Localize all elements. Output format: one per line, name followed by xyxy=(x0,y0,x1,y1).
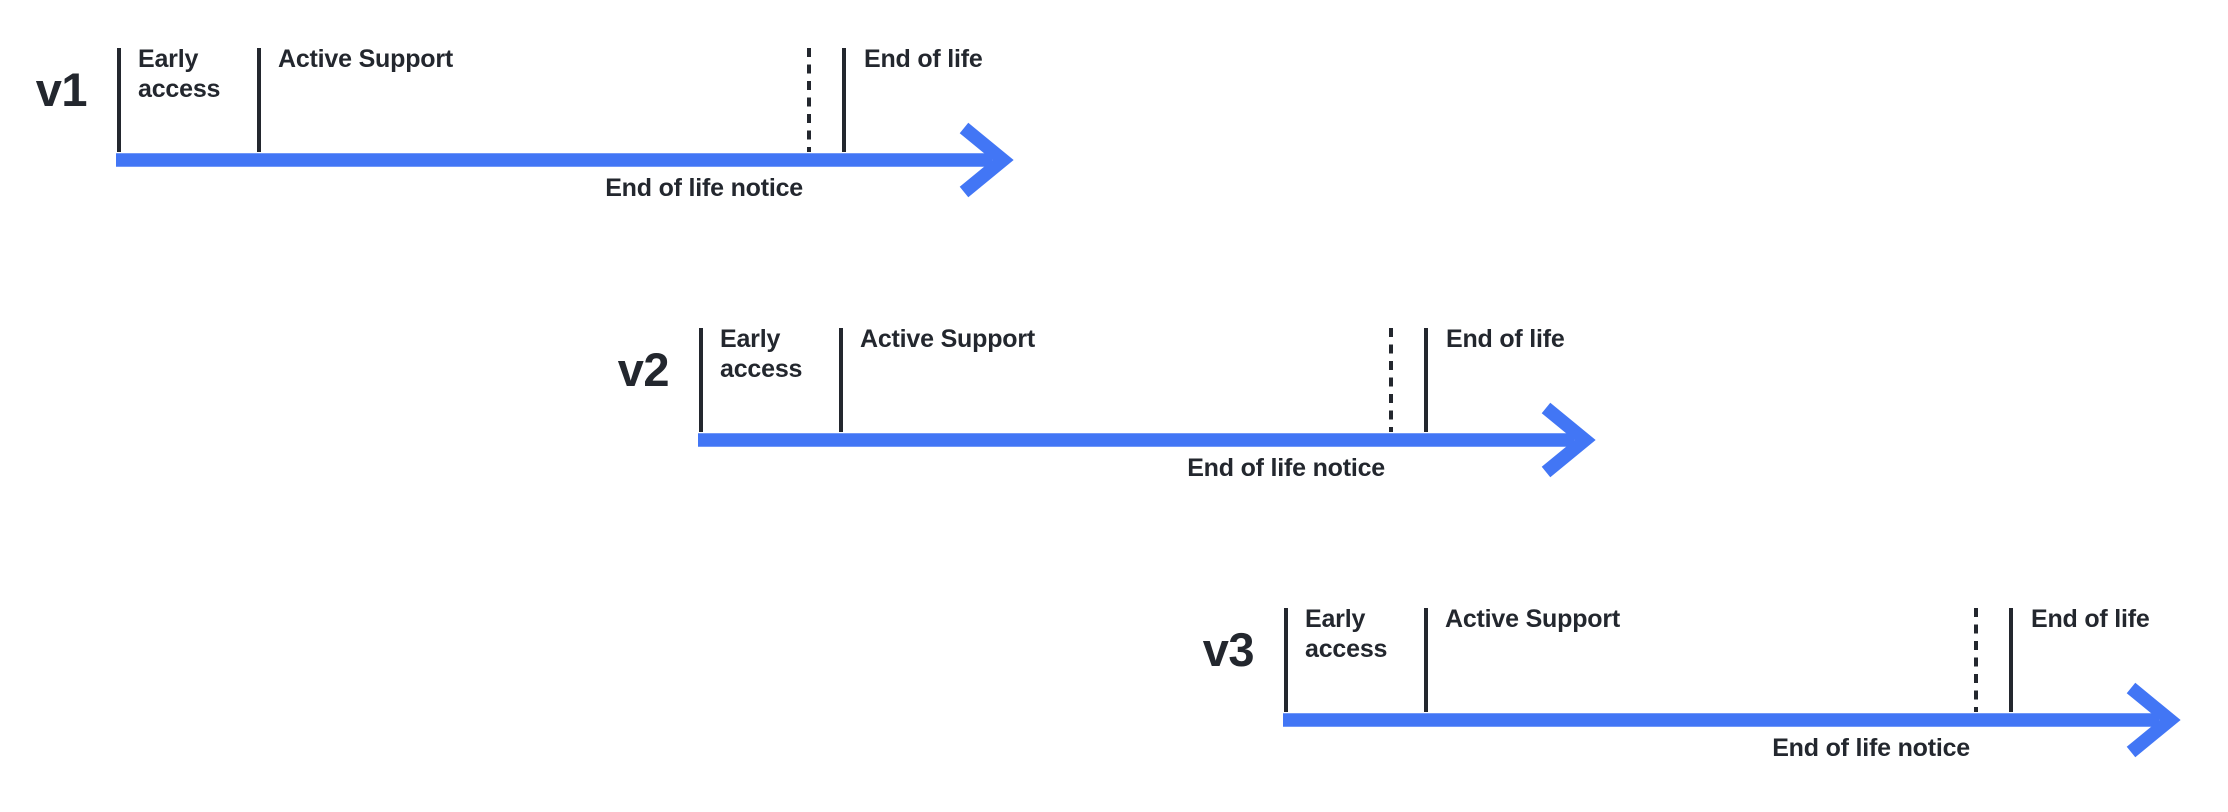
end-of-life-notice-label: End of life notice xyxy=(1772,734,1970,762)
arrow-head-icon xyxy=(959,122,1014,198)
timeline-graphic xyxy=(698,328,1596,478)
version-label: v1 xyxy=(35,63,88,116)
timeline-graphic xyxy=(1283,608,2181,758)
active-support-label: Active Support xyxy=(278,45,453,73)
end-of-life-label: End of life xyxy=(1446,325,1565,353)
active-support-label: Active Support xyxy=(860,325,1035,353)
arrow-head-icon xyxy=(2126,682,2181,758)
end-of-life-label: End of life xyxy=(864,45,983,73)
timeline-graphic xyxy=(116,48,1014,198)
end-of-life-notice-label: End of life notice xyxy=(605,174,803,202)
end-of-life-notice-label: End of life notice xyxy=(1187,454,1385,482)
early-access-label: Early access xyxy=(1305,605,1388,663)
version-label: v2 xyxy=(617,343,670,396)
version-label: v3 xyxy=(1202,623,1255,676)
arrow-head-icon xyxy=(1541,402,1596,478)
early-access-label: Early access xyxy=(138,45,221,103)
end-of-life-label: End of life xyxy=(2031,605,2150,633)
active-support-label: Active Support xyxy=(1445,605,1620,633)
early-access-label: Early access xyxy=(720,325,803,383)
